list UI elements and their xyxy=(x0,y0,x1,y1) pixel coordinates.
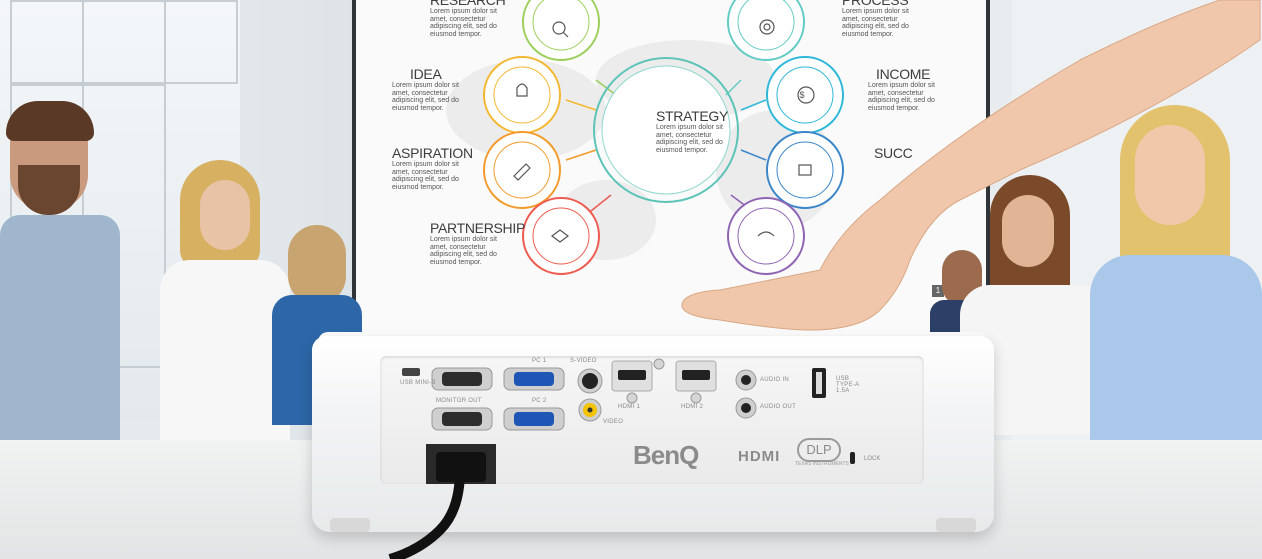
audio-out-label: AUDIO OUT xyxy=(760,404,797,410)
center-title: STRATEGY xyxy=(656,108,729,124)
node-title: SUCC xyxy=(874,145,913,161)
node-income: INCOME Lorem ipsum dolor sit amet, conse… xyxy=(868,66,948,112)
port-graphics xyxy=(402,358,855,484)
monitor-out-label: MONITOR OUT xyxy=(436,398,482,404)
brand-logo: BenQ xyxy=(633,440,699,470)
dlp-sub-label: TEXAS INSTRUMENTS xyxy=(795,461,849,467)
person-left-man xyxy=(0,101,120,445)
power-cable xyxy=(388,470,465,559)
pc2-label: PC 2 xyxy=(532,398,547,404)
node-title: IDEA xyxy=(410,66,442,82)
node-title: RESEARCH xyxy=(430,0,506,8)
projector-foot-left xyxy=(330,518,370,532)
node-title: PROCESS xyxy=(842,0,909,8)
node-body: Lorem ipsum dolor sit amet, consectetur … xyxy=(392,82,459,112)
s-video-label: S-VIDEO xyxy=(570,358,597,364)
slide-badge: 1 xyxy=(932,285,944,297)
node-research: RESEARCH Lorem ipsum dolor sit amet, con… xyxy=(430,0,510,38)
node-body: Lorem ipsum dolor sit amet, consectetur … xyxy=(430,236,497,266)
dollar-icon: $ xyxy=(799,90,804,100)
node-succ: SUCC xyxy=(874,145,913,161)
lock-label: LOCK xyxy=(864,456,881,462)
mindmap-diagram: $ xyxy=(446,0,844,275)
node-partnership: PARTNERSHIP Lorem ipsum dolor sit amet, … xyxy=(430,220,525,266)
hdmi2-label: HDMI 2 xyxy=(681,404,704,410)
node-title: PARTNERSHIP xyxy=(430,220,525,236)
node-body: Lorem ipsum dolor sit amet, consectetur … xyxy=(392,161,459,191)
center-label: STRATEGY Lorem ipsum dolor sit amet, con… xyxy=(656,108,736,154)
usb-a-label: USB TYPE-A 1.5A xyxy=(836,376,860,394)
projection-screen: $ STRATEGY Lorem ipsum dolor sit amet, c… xyxy=(356,0,986,336)
center-body: Lorem ipsum dolor sit amet, consectetur … xyxy=(656,124,723,154)
person-blonde-woman xyxy=(160,160,300,440)
dlp-logo: DLP xyxy=(797,438,841,462)
node-body: Lorem ipsum dolor sit amet, consectetur … xyxy=(842,8,909,38)
person-blonde-right xyxy=(1080,105,1262,465)
audio-in-label: AUDIO IN xyxy=(760,377,790,383)
pointing-hand xyxy=(681,0,1261,331)
node-body: Lorem ipsum dolor sit amet, consectetur … xyxy=(868,82,935,112)
pc1-label: PC 1 xyxy=(532,358,547,364)
node-title: INCOME xyxy=(876,66,931,82)
node-title: ASPIRATION xyxy=(392,145,473,161)
hdmi-logo: HDMI xyxy=(738,448,781,465)
hdmi1-label: HDMI 1 xyxy=(618,404,641,410)
node-process: PROCESS Lorem ipsum dolor sit amet, cons… xyxy=(842,0,922,38)
node-body: Lorem ipsum dolor sit amet, consectetur … xyxy=(430,8,497,38)
node-aspiration: ASPIRATION Lorem ipsum dolor sit amet, c… xyxy=(392,145,473,191)
video-label: VIDEO xyxy=(603,419,624,425)
usb-mini-label: USB MINI-B xyxy=(400,380,436,386)
projector-foot-right xyxy=(936,518,976,532)
node-idea: IDEA Lorem ipsum dolor sit amet, consect… xyxy=(392,66,472,112)
usb-mini-port xyxy=(402,368,420,376)
